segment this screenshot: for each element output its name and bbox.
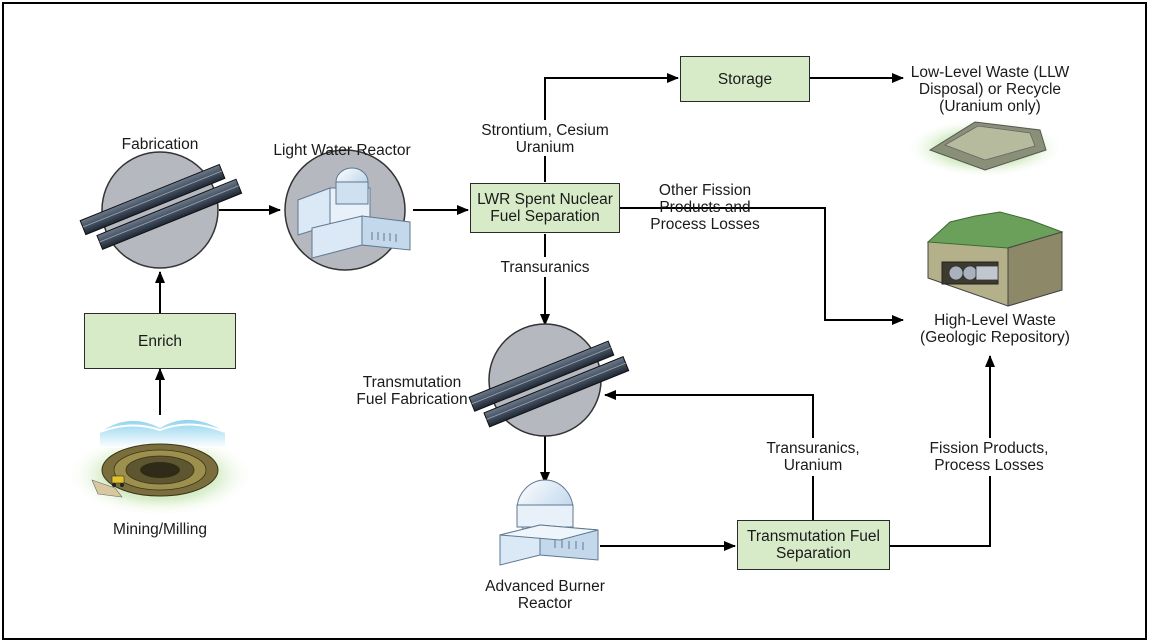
storage-box: Storage [680,56,810,102]
arrow-transmutation-sep-to-fab [604,390,814,520]
light-water-reactor-icon [284,149,411,271]
transuranics-label: Transuranics [500,259,590,276]
transmutation-separation-label-line2: Separation [776,545,851,562]
transuranics-uranium-label: Transuranics, Uranium [766,440,860,474]
lwr-separation-label-line2: Fuel Separation [490,208,600,225]
light-water-reactor-label: Light Water Reactor [273,142,411,159]
llw-disposal-site-icon [905,118,1065,178]
advanced-burner-reactor-icon [499,479,599,566]
transmutation-fuel-assembly-icon [468,323,630,437]
storage-box-label: Storage [717,70,773,88]
fabrication-label: Fabrication [121,136,199,153]
open-pit-mine-icon [65,419,255,517]
mask-transuranics-uranium [755,438,873,476]
strontium-cesium-label: Strontium, Cesium Uranium [481,122,609,156]
lwr-separation-box: LWR Spent Nuclear Fuel Separation [470,183,620,233]
mask-strontium [470,120,620,156]
mining-milling-label: Mining/Milling [113,521,207,538]
fission-products-label: Fission Products, Process Losses [929,440,1049,474]
lwr-separation-label-line1: LWR Spent Nuclear [477,191,613,208]
low-level-waste-label: Low-Level Waste (LLW Disposal) or Recycl… [910,64,1070,115]
high-level-waste-label: High-Level Waste (Geologic Repository) [920,312,1070,346]
transmutation-fuel-fab-label: Transmutation Fuel Fabrication [356,374,468,408]
mask-fission-products [920,438,1058,476]
mask-transuranics [489,257,601,277]
enrich-box: Enrich [84,313,236,369]
transmutation-separation-box: Transmutation Fuel Separation [737,520,890,570]
other-fission-label: Other Fission Products and Process Losse… [650,182,760,233]
enrich-box-label: Enrich [138,332,182,350]
advanced-burner-label: Advanced Burner Reactor [485,578,605,612]
arrow-lwr-to-hlw [620,207,904,325]
transmutation-separation-label-line1: Transmutation Fuel [747,528,880,545]
fuel-assembly-icon [79,151,243,269]
geologic-repository-icon [926,211,1064,307]
arrow-transmutation-sep-to-hlw [890,355,995,547]
